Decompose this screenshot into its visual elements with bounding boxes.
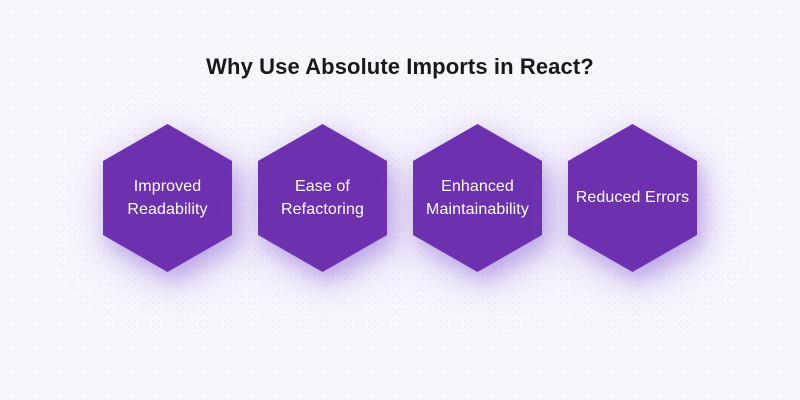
- hexagon-ease-of-refactoring: Ease of Refactoring: [258, 124, 387, 272]
- hexagon-row: Improved Readability Ease of Refactoring…: [0, 124, 800, 272]
- hexagon-improved-readability: Improved Readability: [103, 124, 232, 272]
- hexagon-shape: Enhanced Maintainability: [413, 124, 542, 272]
- hexagon-enhanced-maintainability: Enhanced Maintainability: [413, 124, 542, 272]
- hexagon-label: Improved Readability: [127, 177, 208, 218]
- hexagon-label: Enhanced Maintainability: [426, 177, 529, 218]
- hexagon-shape: Ease of Refactoring: [258, 124, 387, 272]
- page-title: Why Use Absolute Imports in React?: [206, 54, 594, 79]
- hexagon-shape: Reduced Errors: [568, 124, 697, 272]
- hexagon-reduced-errors: Reduced Errors: [568, 124, 697, 272]
- hexagon-label: Reduced Errors: [575, 189, 690, 207]
- hexagon-shape: Improved Readability: [103, 124, 232, 272]
- hexagon-label: Ease of Refactoring: [281, 177, 364, 218]
